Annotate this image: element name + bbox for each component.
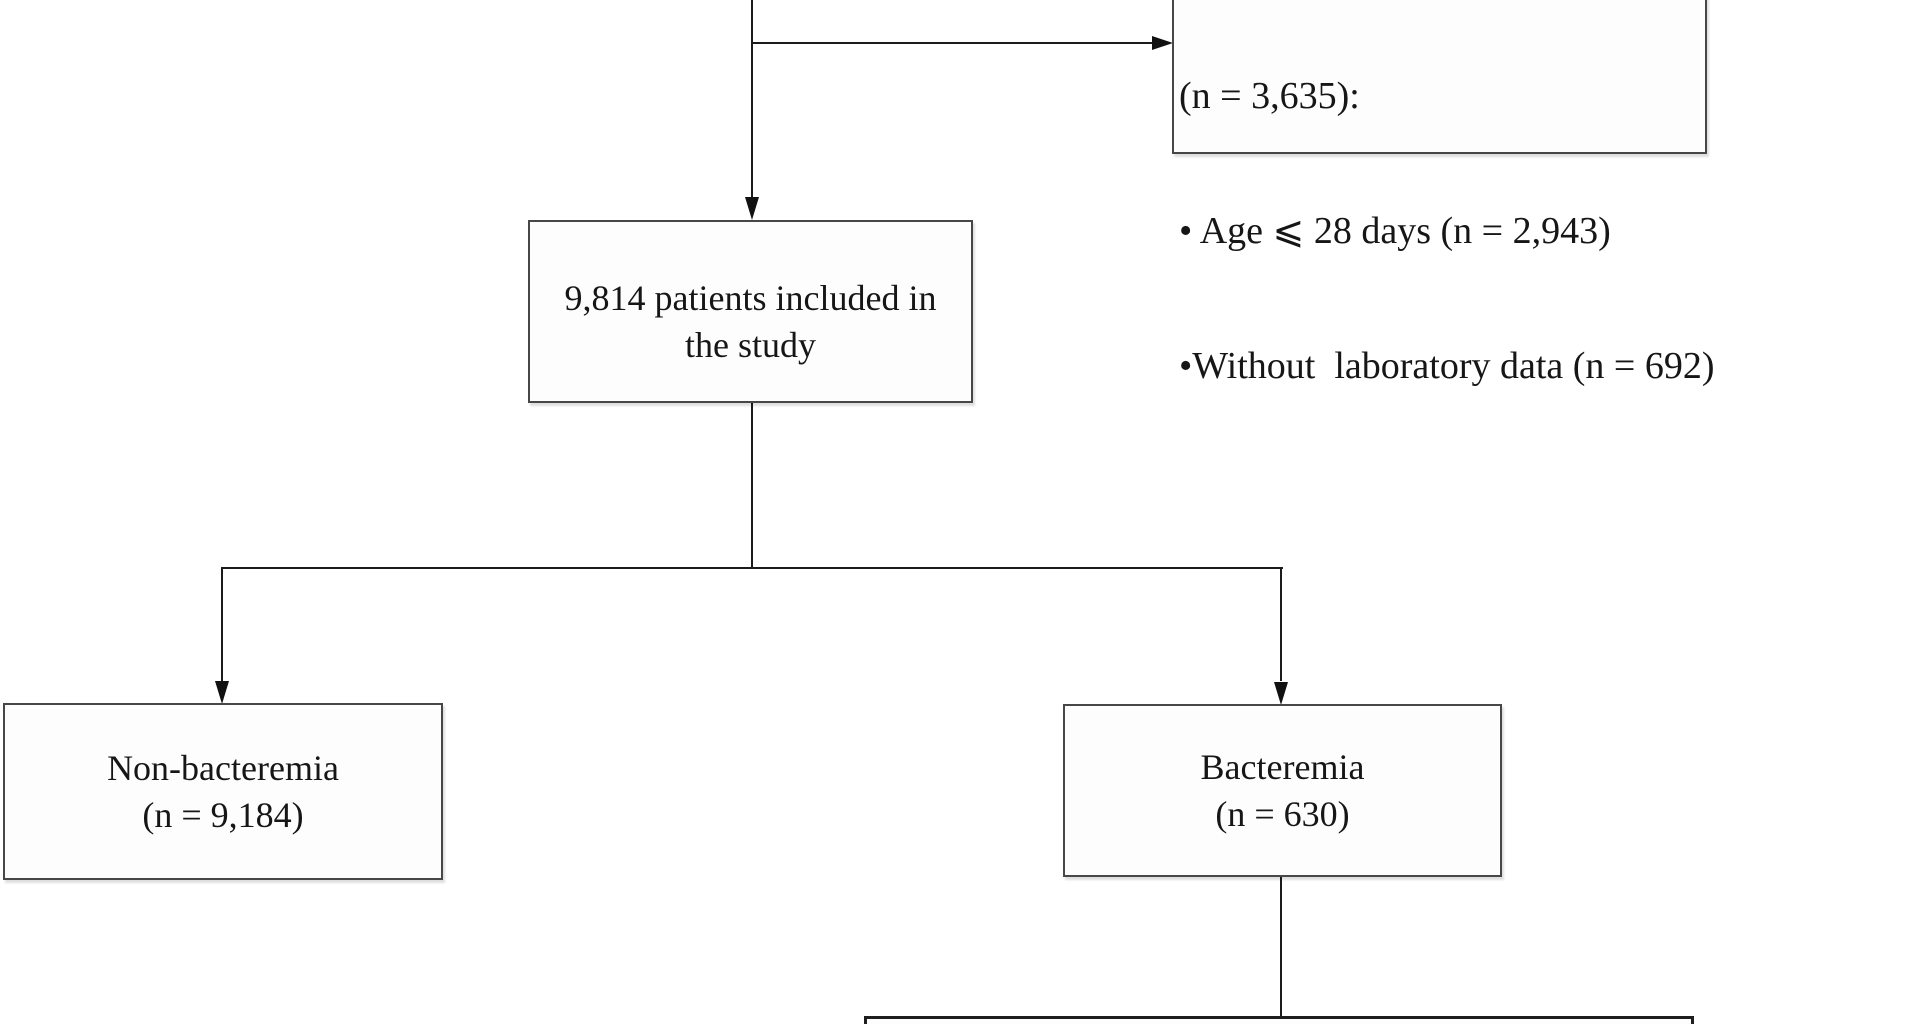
connector-left-branch-line [221,567,223,681]
connector-exclusion-horizontal-line [751,42,1154,44]
bacteremia-label: Bacteremia [1200,746,1365,787]
arrow-down-icon [215,681,229,704]
bacteremia-box: Bacteremia (n = 630) [1063,704,1502,877]
connector-right-branch-line [1280,567,1282,681]
exclusion-count-line: (n = 3,635): [1179,75,1360,117]
non-bacteremia-box: Non-bacteremia (n = 9,184) [3,703,443,880]
bottom-cutoff-box [864,1016,1694,1024]
exclusion-box: (n = 3,635): • Age ⩽ 28 days (n = 2,943)… [1172,0,1715,387]
non-bacteremia-label: Non-bacteremia [107,747,339,788]
included-patients-box: 9,814 patients included in the study [528,220,973,403]
connector-top-vertical-line [751,0,753,200]
connector-bacteremia-to-bottom-line [1280,877,1282,1016]
connector-included-to-split-line [751,403,753,569]
arrow-right-icon [1152,36,1173,50]
arrow-down-icon [1274,682,1288,705]
exclusion-bullet-lab: •Without laboratory data (n = 692) [1179,345,1715,387]
included-box-line1: 9,814 patients included in [564,277,937,318]
arrow-down-icon [745,197,759,220]
exclusion-bullet-age: • Age ⩽ 28 days (n = 2,943) [1179,210,1611,252]
connector-split-horizontal-line [221,567,1283,569]
included-box-line2: the study [685,324,816,365]
bacteremia-count: (n = 630) [1215,793,1350,834]
non-bacteremia-count: (n = 9,184) [142,794,304,835]
